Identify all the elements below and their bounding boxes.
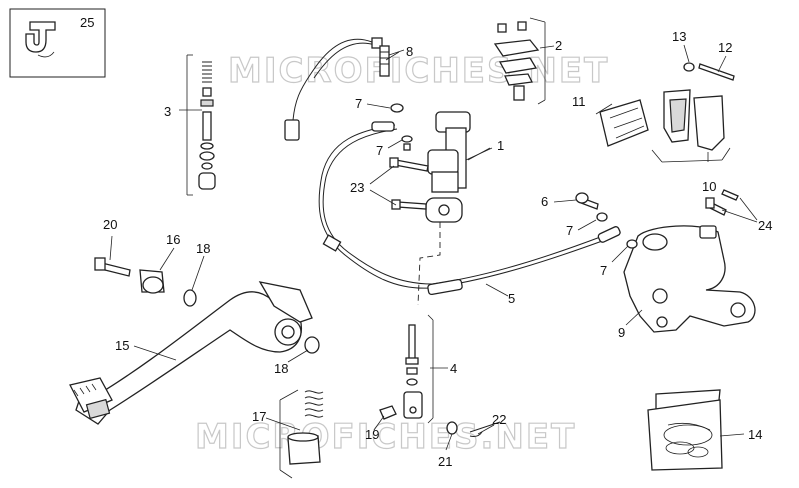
part-10-brake-pads xyxy=(651,89,731,163)
callout-12: 12 xyxy=(718,40,732,55)
parts-19-21-22 xyxy=(379,405,501,437)
callout-7-c: 7 xyxy=(566,223,573,238)
part-4-push-rod xyxy=(403,314,434,424)
part-5-brake-hose xyxy=(318,121,621,306)
callout-labels: 25 3 8 2 1 7 7 23 11 13 12 10 6 7 7 24 5… xyxy=(80,15,772,469)
callout-14: 14 xyxy=(748,427,762,442)
callout-8: 8 xyxy=(406,44,413,59)
callout-20: 20 xyxy=(103,217,117,232)
callout-1: 1 xyxy=(497,138,504,153)
callout-24: 24 xyxy=(758,218,772,233)
callout-3: 3 xyxy=(164,104,171,119)
part-17-spring-bushing xyxy=(279,389,324,479)
parts-16-18-20 xyxy=(94,257,320,354)
leader-lines xyxy=(109,44,758,451)
part-3-repair-kit xyxy=(186,54,216,196)
part-15-brake-pedal xyxy=(69,281,313,425)
part-2-reservoir-cover xyxy=(493,17,546,105)
callout-19: 19 xyxy=(365,427,379,442)
part-23-bolts xyxy=(389,157,429,210)
callout-18-a: 18 xyxy=(196,241,210,256)
callout-18-b: 18 xyxy=(274,361,288,376)
callout-25: 25 xyxy=(80,15,94,30)
part-14-kit-bag xyxy=(647,389,723,471)
part-25-clip xyxy=(9,8,106,78)
watermark-top: MICROFICHES.NET xyxy=(228,51,609,91)
watermark-bottom: MICROFICHES.NET xyxy=(195,417,576,457)
part-8-brake-switch xyxy=(284,37,405,141)
callout-9: 9 xyxy=(618,325,625,340)
callout-17: 17 xyxy=(252,409,266,424)
callout-23: 23 xyxy=(350,180,364,195)
part-7-washers-upper xyxy=(390,103,413,151)
part-24-bleeders xyxy=(705,189,739,216)
callout-11: 11 xyxy=(572,94,586,109)
part-11-pad-spring xyxy=(595,99,649,147)
callout-4: 4 xyxy=(450,361,457,376)
callout-7-a: 7 xyxy=(355,96,362,111)
parts-12-13-pin-clip xyxy=(683,62,735,81)
part-1-master-cylinder xyxy=(425,111,493,223)
callout-7-b: 7 xyxy=(376,143,383,158)
callout-13: 13 xyxy=(672,29,686,44)
callout-22: 22 xyxy=(492,412,506,427)
callout-2: 2 xyxy=(555,38,562,53)
callout-21: 21 xyxy=(438,454,452,469)
callout-5: 5 xyxy=(508,291,515,306)
callout-7-d: 7 xyxy=(600,263,607,278)
callout-10: 10 xyxy=(702,179,716,194)
callout-16: 16 xyxy=(166,232,180,247)
callout-15: 15 xyxy=(115,338,129,353)
callout-6: 6 xyxy=(541,194,548,209)
part-9-brake-caliper xyxy=(575,192,756,333)
